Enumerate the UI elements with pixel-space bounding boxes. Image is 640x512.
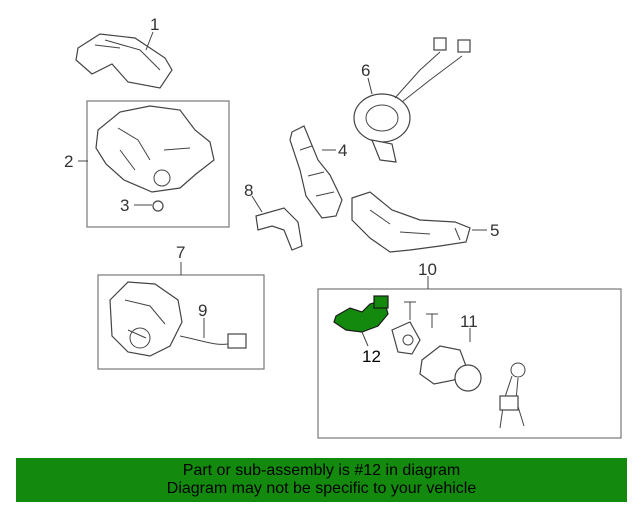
part-12-ignition-switch[interactable] bbox=[333, 295, 389, 333]
part-4-light-switch[interactable] bbox=[289, 125, 343, 219]
part-7-lock-assembly[interactable] bbox=[109, 281, 183, 357]
banner-line-2: Diagram may not be specific to your vehi… bbox=[166, 480, 477, 497]
label-4: 4 bbox=[338, 141, 347, 160]
label-9: 9 bbox=[198, 301, 207, 320]
lock-cylinder[interactable] bbox=[391, 321, 421, 355]
part-8-bracket[interactable] bbox=[255, 207, 303, 251]
label-11: 11 bbox=[460, 312, 478, 331]
leader-8 bbox=[251, 195, 263, 213]
label-12: 12 bbox=[362, 347, 381, 366]
part-5-wiper-switch[interactable] bbox=[351, 191, 471, 253]
label-2: 2 bbox=[64, 152, 73, 171]
leader-1 bbox=[145, 31, 154, 51]
label-7: 7 bbox=[176, 243, 185, 262]
screw-icons bbox=[404, 301, 438, 328]
banner-line-1: Part or sub-assembly is #12 in diagram bbox=[182, 462, 461, 479]
part-1-upper-shroud[interactable] bbox=[75, 33, 173, 89]
label-10: 10 bbox=[418, 260, 437, 279]
leader-12 bbox=[361, 331, 369, 347]
part-9-harness[interactable] bbox=[179, 333, 247, 349]
label-3: 3 bbox=[120, 196, 129, 215]
key-icons bbox=[499, 362, 526, 429]
part-3-ring[interactable] bbox=[152, 200, 164, 212]
parts-diagram: 1 2 3 4 5 6 8 7 bbox=[64, 15, 622, 439]
part-6-clock-spring[interactable] bbox=[353, 37, 471, 163]
label-6: 6 bbox=[361, 61, 370, 80]
label-5: 5 bbox=[490, 221, 499, 240]
part-11-key-bezel[interactable] bbox=[419, 345, 482, 392]
info-banner: Part or sub-assembly is #12 in diagram D… bbox=[16, 458, 627, 502]
label-8: 8 bbox=[244, 181, 253, 200]
leader-6 bbox=[367, 77, 373, 95]
box-part-10 bbox=[317, 288, 622, 439]
label-1: 1 bbox=[150, 15, 159, 34]
part-2-lower-shroud[interactable] bbox=[95, 105, 215, 193]
